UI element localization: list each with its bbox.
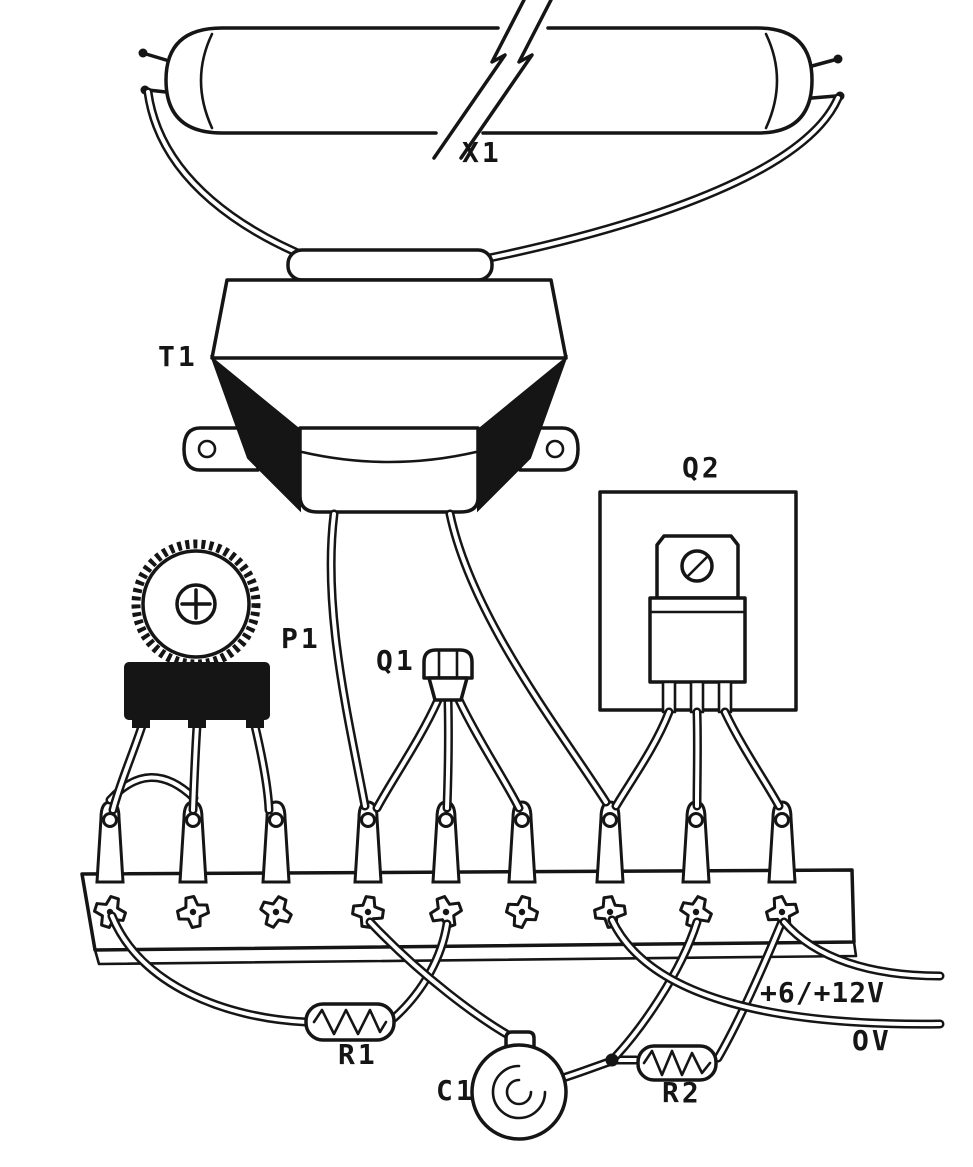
transistor-q2-label: Q2 (682, 451, 722, 484)
capacitor-label: C1 (436, 1074, 476, 1107)
ground-label: OV (852, 1024, 892, 1057)
tube-break-symbol (432, 0, 553, 160)
labels: X1 T1 P1 Q1 Q2 R1 C1 R2 +6/+12V OV (158, 136, 892, 1109)
terminal-lug (681, 800, 711, 884)
capacitor-c1 (470, 1030, 568, 1141)
supply-voltage-label: +6/+12V (760, 976, 885, 1009)
terminal-lug (767, 800, 797, 884)
terminal-lug (353, 800, 383, 884)
wires-transformer (326, 509, 611, 811)
mounting-ear-left (182, 426, 260, 472)
resistor-r1-label: R1 (338, 1038, 378, 1071)
resistor-r2-label: R2 (662, 1076, 702, 1109)
transformer-t1 (182, 248, 580, 514)
wire-lamp-right (465, 93, 843, 267)
wire-lamp-left (143, 87, 335, 271)
potentiometer-p1 (105, 539, 274, 815)
transistor-q1 (372, 648, 524, 813)
terminal-lug (507, 800, 537, 884)
lamp-label: X1 (462, 136, 502, 169)
power-transistor-q2 (598, 490, 798, 811)
terminal-lug (431, 800, 461, 884)
resistor-r2 (636, 1044, 718, 1082)
transformer-label: T1 (158, 340, 198, 373)
solder-junction-dot (605, 1053, 619, 1067)
terminal-lug (95, 800, 125, 884)
terminal-lug (261, 800, 291, 884)
transistor-q1-label: Q1 (376, 644, 416, 677)
terminal-lug (595, 800, 625, 884)
terminal-strip (80, 800, 858, 966)
resistor-r1 (304, 1002, 396, 1042)
fluorescent-lamp-x1 (138, 0, 845, 160)
potentiometer-label: P1 (281, 622, 321, 655)
knurled-wheel (131, 539, 261, 669)
bottom-wiring (107, 911, 945, 1083)
